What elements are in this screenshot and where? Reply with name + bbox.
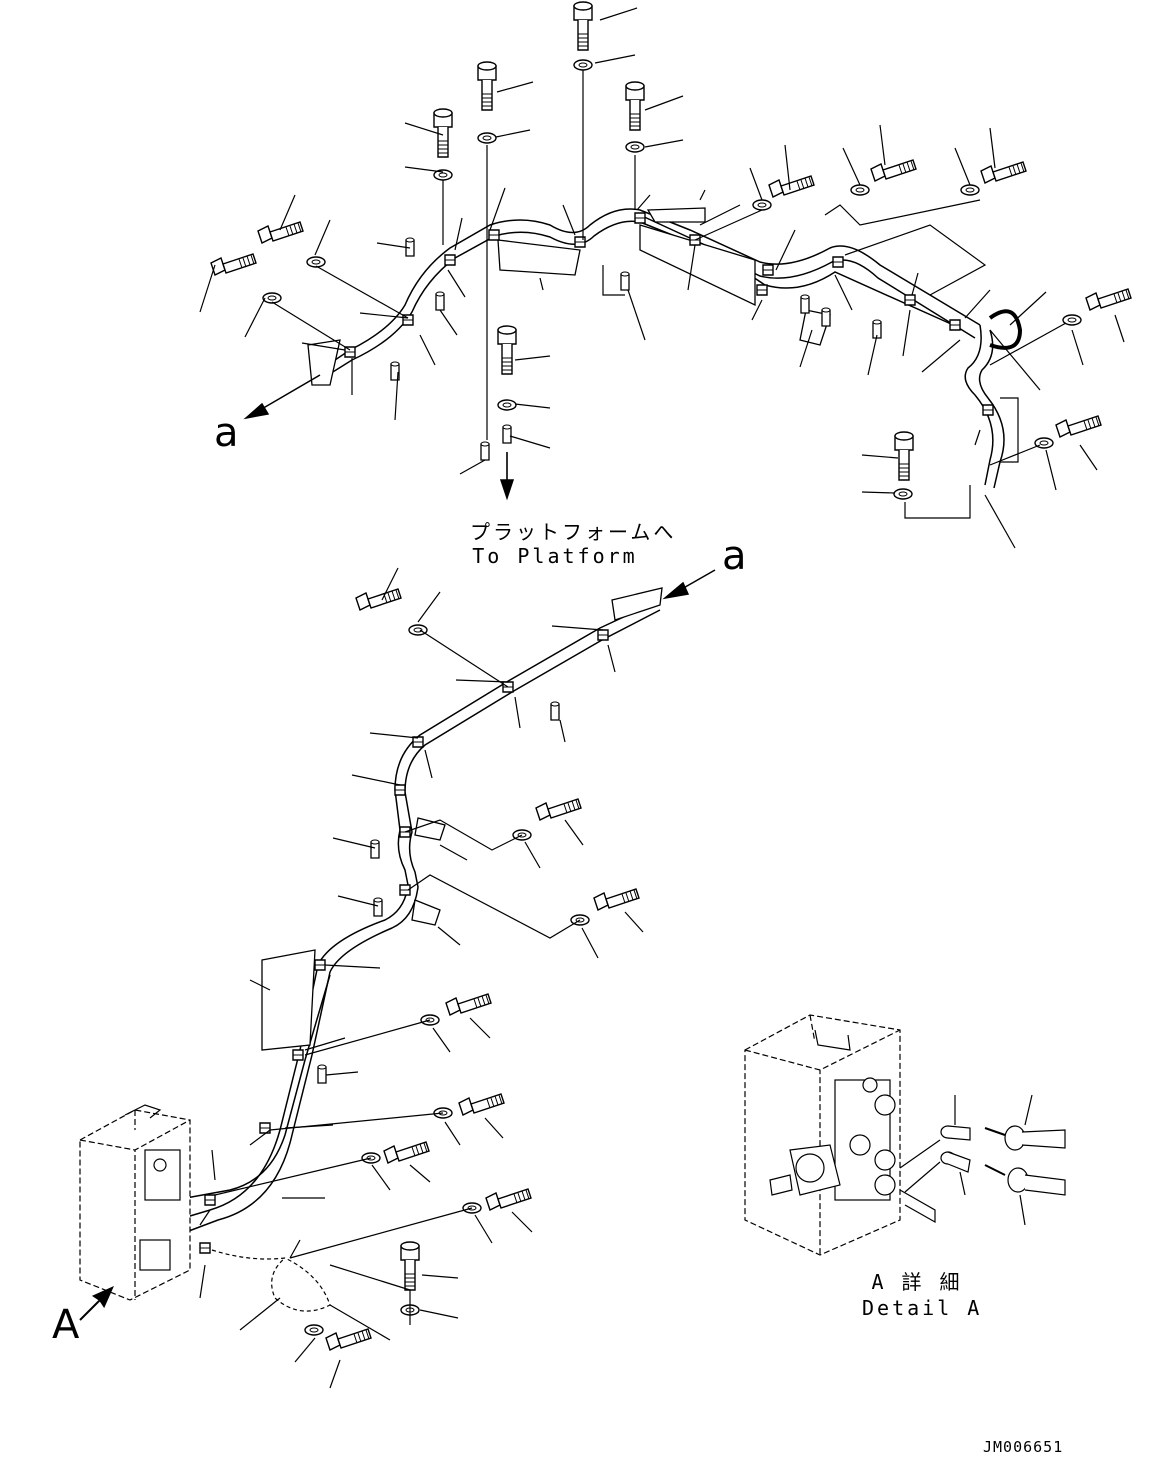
to-platform-caption-jp: プラットフォームへ	[470, 520, 677, 544]
lower-brackets	[261, 587, 663, 1051]
detail-a-caption-jp: A 詳 細	[871, 1270, 963, 1294]
view-a-label: A	[52, 1302, 80, 1348]
continuation-arrow-upper	[243, 374, 321, 420]
lower-leaders	[164, 567, 644, 1389]
lower-harness	[159, 599, 661, 1241]
detail-a-caption-en: Detail A	[862, 1296, 983, 1320]
continuation-label-upper: a	[214, 410, 239, 456]
control-box	[79, 1104, 191, 1301]
detail-a-illustration	[744, 1014, 1066, 1256]
to-platform-arrow	[499, 452, 515, 501]
upper-spacers	[390, 237, 882, 461]
upper-leaders	[199, 7, 1125, 549]
upper-brackets	[307, 207, 831, 386]
sensor-lead	[211, 1249, 331, 1312]
continuation-label-lower: a	[722, 533, 747, 579]
drawing-number: JM006651	[983, 1438, 1064, 1456]
continuation-arrow-lower	[662, 569, 716, 600]
to-platform-caption-en: To Platform	[472, 544, 638, 568]
lower-spacers	[317, 701, 560, 1084]
lower-bolts	[325, 588, 640, 1351]
detail-a-leaders	[899, 1094, 1033, 1226]
view-a-arrow	[79, 1286, 114, 1321]
